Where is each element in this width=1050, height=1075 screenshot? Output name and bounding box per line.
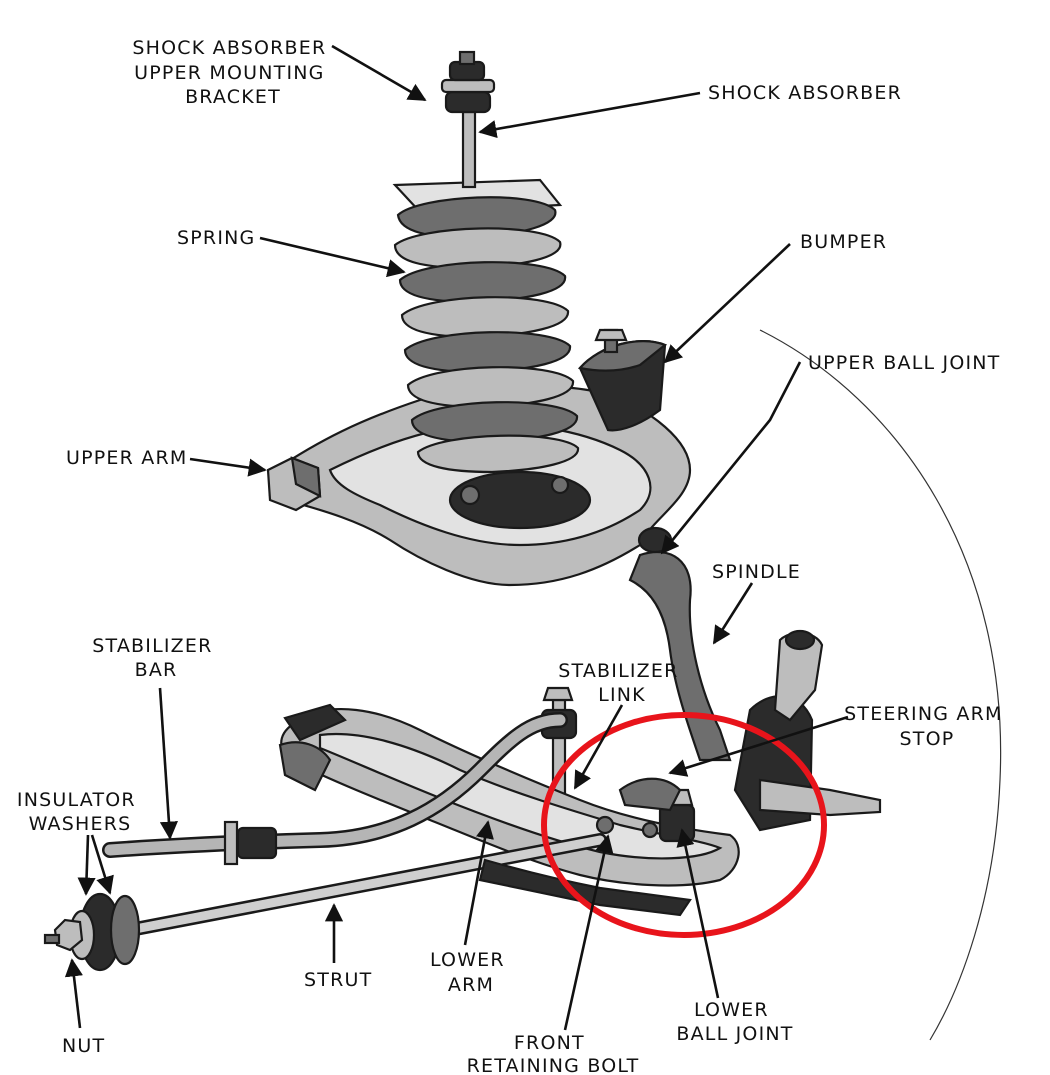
label-spindle: SPINDLE — [712, 561, 801, 583]
shock-absorber-part — [440, 50, 496, 189]
arrow-stabilizer-bar — [158, 687, 178, 840]
arrow-insulator-washer-b — [90, 834, 114, 895]
callout-arrows — [64, 44, 849, 1031]
lower-arm-part — [280, 703, 740, 887]
label-steering-arm-stop: STEERING ARM STOP — [844, 703, 1010, 750]
arrow-shock-upper-bracket — [331, 44, 427, 102]
label-lower-arm: LOWER ARM — [430, 949, 512, 996]
arrow-nut — [64, 958, 83, 1029]
arrow-spring — [259, 236, 406, 278]
strut-part — [43, 833, 607, 972]
label-upper-arm: UPPER ARM — [66, 447, 187, 469]
arrow-bumper — [663, 243, 791, 364]
highlight-circle — [541, 712, 827, 938]
coil-spring-part — [392, 178, 580, 474]
label-spring: SPRING — [177, 227, 255, 249]
arrow-shock-absorber — [478, 91, 701, 139]
arrow-insulator-washer-a — [77, 834, 96, 896]
label-bumper: BUMPER — [800, 231, 887, 253]
arrow-front-retaining-bolt — [563, 834, 614, 1031]
arrow-stabilizer-link — [573, 704, 624, 790]
arrow-upper-arm — [189, 457, 267, 477]
bumper-part — [577, 328, 668, 432]
arrow-lower-ball-joint — [676, 828, 720, 999]
arrow-lower-arm — [463, 820, 494, 946]
part-labels: SHOCK ABSORBER UPPER MOUNTING BRACKET SH… — [17, 37, 1010, 1075]
label-nut: NUT — [62, 1035, 105, 1057]
label-strut: STRUT — [304, 969, 372, 991]
label-insulator-washers: INSULATOR WASHERS — [17, 789, 143, 835]
label-upper-ball-joint: UPPER BALL JOINT — [808, 352, 1001, 374]
label-lower-ball-joint: LOWER BALL JOINT — [676, 999, 793, 1045]
label-shock-absorber: SHOCK ABSORBER — [708, 82, 902, 104]
suspension-illustration — [43, 50, 1002, 1041]
stabilizer-bar-part — [102, 712, 568, 866]
arrow-upper-ball-joint — [660, 361, 802, 555]
arrow-steering-arm-stop — [668, 715, 849, 777]
label-front-retaining-bolt: FRONT RETAINING BOLT — [467, 1032, 640, 1075]
label-stabilizer-link: STABILIZER LINK — [558, 660, 686, 706]
arrow-spindle — [712, 582, 754, 645]
label-stabilizer-bar: STABILIZER BAR — [92, 635, 220, 681]
label-shock-upper-bracket: SHOCK ABSORBER UPPER MOUNTING BRACKET — [132, 37, 333, 108]
